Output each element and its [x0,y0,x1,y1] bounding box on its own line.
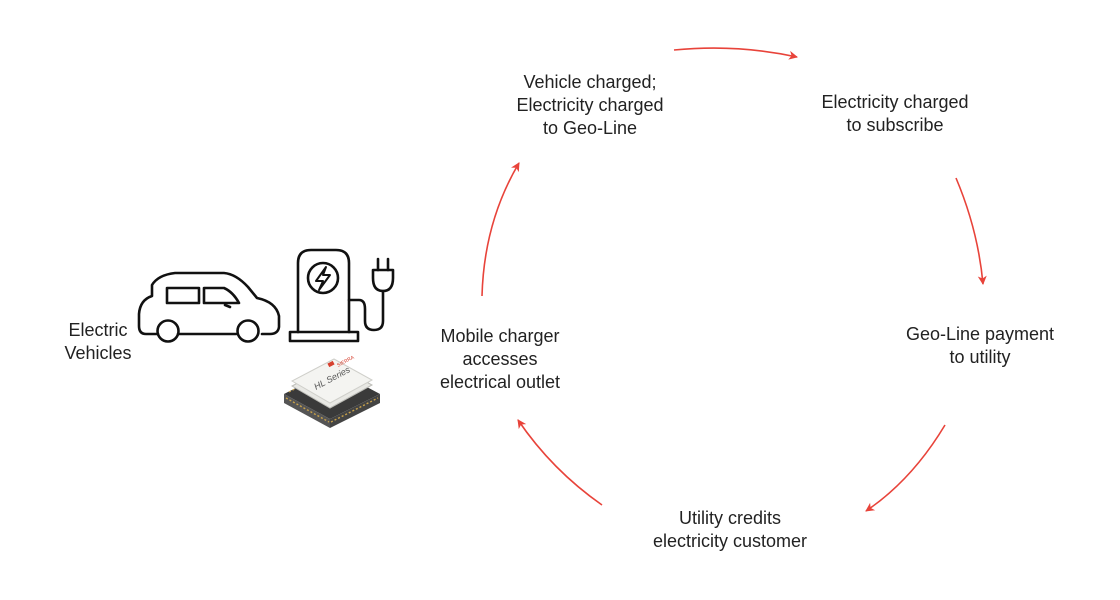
charger-dial [306,261,340,295]
arrow-to-charged [481,162,520,297]
car-wheel-rear [156,319,180,343]
arrow-to-payment [955,177,987,285]
label-utility-credits: Utility credits electricity customer [630,507,830,553]
label-line: to Geo-Line [542,118,638,138]
label-line: Vehicles [64,343,132,363]
module-side-left [284,394,330,428]
car-window-front [165,286,201,305]
module-pins-left [285,397,330,423]
label-line: Vehicle charged; [523,72,657,92]
label-line: Electricity charged [516,95,664,115]
car-window-rear [202,286,241,305]
label-vehicle-charged: Vehicle charged; Electricity charged to … [490,71,690,140]
car-body [137,271,281,336]
label-line: electrical outlet [439,372,561,392]
charger-body [296,248,351,334]
car-wheel-front [236,319,260,343]
label-electric-vehicles: Electric Vehicles [48,319,148,365]
label-line: Electric [68,320,128,340]
module-shield-top [290,358,374,404]
label-line: Utility credits [678,508,781,528]
plug-head [371,268,395,293]
arrow-to-credits [865,424,946,512]
charger-base [288,330,360,343]
module-pins-right [330,397,379,423]
label-line: electricity customer [652,531,808,551]
label-line: accesses [462,349,538,369]
label-electricity-subscribe: Electricity charged to subscribe [795,91,995,137]
module-side-right [330,394,380,428]
ev-charger-icon [288,248,395,343]
arrow-to-subscribe [673,47,798,60]
car-icon [137,271,281,343]
label-line: Electricity charged [821,92,969,112]
label-mobile-charger: Mobile charger accesses electrical outle… [400,325,600,394]
label-line: to subscribe [846,115,944,135]
label-line: Mobile charger [440,326,560,346]
car-door-handle [223,303,232,309]
arrow-to-access [517,419,603,506]
module-brand-mark [327,360,335,368]
bolt-symbol [315,266,331,291]
hl-series-module-icon: SIERRA HL Series [284,354,380,428]
charger-cable [347,289,385,332]
label-line: to utility [949,347,1011,367]
label-geo-line-payment: Geo-Line payment to utility [880,323,1080,369]
label-line: Geo-Line payment [905,324,1055,344]
